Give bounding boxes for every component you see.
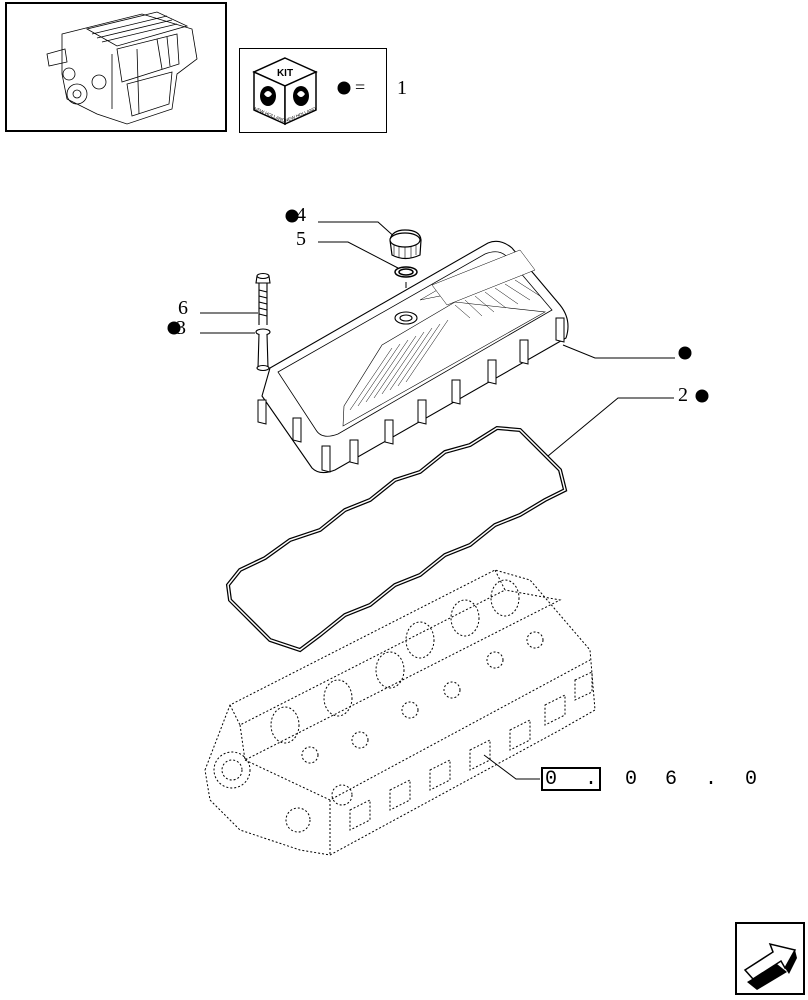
arrow-icon xyxy=(743,942,797,990)
oil-filler-cap xyxy=(389,229,422,260)
kit-label: KIT xyxy=(277,68,293,79)
kit-bullet-icon xyxy=(337,81,351,95)
leader-cover xyxy=(562,344,675,359)
leader-item-2 xyxy=(547,397,674,457)
bullet-item-2 xyxy=(695,389,709,403)
engine-illustration xyxy=(46,11,198,125)
cover-gasket xyxy=(225,425,568,653)
callout-item-3: 3 xyxy=(176,317,186,339)
callout-item-6: 6 xyxy=(178,297,188,319)
next-page-button[interactable] xyxy=(735,922,805,995)
leader-item-5 xyxy=(318,241,399,269)
callout-item-5: 5 xyxy=(296,228,306,250)
kit-legend-box: KIT NEW HOLLAND NEW HOLLAND xyxy=(239,48,387,133)
callout-item-2: 2 xyxy=(678,384,688,406)
bolt-grommet xyxy=(255,328,271,372)
leader-reference xyxy=(483,754,540,780)
legend-equals: = xyxy=(355,77,366,97)
leader-item-4 xyxy=(318,221,399,241)
callout-item-4: 4 xyxy=(296,204,306,226)
reference-box[interactable] xyxy=(541,767,601,791)
cylinder-head xyxy=(204,569,596,856)
seal-ring xyxy=(394,266,418,278)
bolt xyxy=(255,272,271,325)
kit-cube-icon: KIT NEW HOLLAND NEW HOLLAND xyxy=(252,57,318,126)
bullet-cover xyxy=(678,346,692,360)
engine-thumbnail xyxy=(5,2,227,132)
valve-cover xyxy=(257,240,569,474)
reference-label[interactable]: 0 . 0 6 . 0 xyxy=(545,768,766,791)
legend-kit-number: 1 xyxy=(397,77,407,99)
bullet-item-4 xyxy=(285,209,299,223)
bullet-item-3 xyxy=(167,321,181,335)
